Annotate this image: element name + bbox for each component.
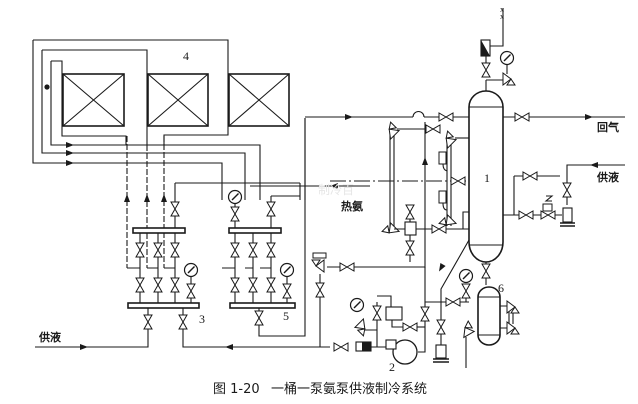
- riser-lines: [299, 118, 306, 200]
- evaporator-return-lines: [124, 136, 167, 268]
- svg-text:x: x: [500, 12, 504, 21]
- evaporator-coil-3: [228, 73, 290, 127]
- label-return-gas: 回气: [597, 120, 619, 134]
- label-pump-number: 2: [389, 360, 395, 374]
- figure-caption: 图 1-20 一桶一泵氨泵供液制冷系统: [213, 382, 427, 397]
- label-drain-vessel-number: 6: [498, 281, 504, 295]
- caption-figure-number: 图 1-20: [213, 382, 260, 397]
- watermark: 制冷百: [318, 183, 354, 197]
- sensor-dot-icon: [44, 84, 50, 90]
- return-manifold-5: 5: [222, 118, 306, 337]
- label-manifold-5: 5: [283, 309, 289, 323]
- supply-manifold-3: 3: [35, 182, 330, 350]
- evaporator-coil-1: [62, 73, 125, 127]
- return-gas-line: [305, 111, 625, 122]
- low-pressure-separator-1: 1: [468, 90, 504, 263]
- ammonia-pump-2: [385, 339, 418, 365]
- label-evaporator-number: 4: [183, 49, 189, 63]
- drain-vessel-6: 6: [457, 262, 520, 368]
- pressure-gauge-icon: [183, 262, 199, 278]
- label-supply-liquid-right: 供液: [596, 170, 620, 184]
- svg-text:x: x: [500, 5, 504, 14]
- separator-top-fittings: x x: [480, 5, 516, 91]
- supply-liquid-inlet-right: [503, 162, 625, 227]
- label-hot-ammonia: 热氨: [341, 199, 363, 213]
- hot-gas-defrost-section: [250, 121, 469, 268]
- label-supply-liquid-left: 供液: [38, 330, 62, 344]
- evaporator-coil-2: [147, 73, 209, 127]
- pump-circuit: 2: [311, 239, 474, 374]
- label-manifold-3: 3: [199, 312, 205, 326]
- evaporator-4: 4: [32, 39, 290, 200]
- caption-title: 一桶一泵氨泵供液制冷系统: [271, 382, 427, 397]
- filter-icon: [562, 207, 573, 223]
- label-separator-number: 1: [484, 171, 490, 185]
